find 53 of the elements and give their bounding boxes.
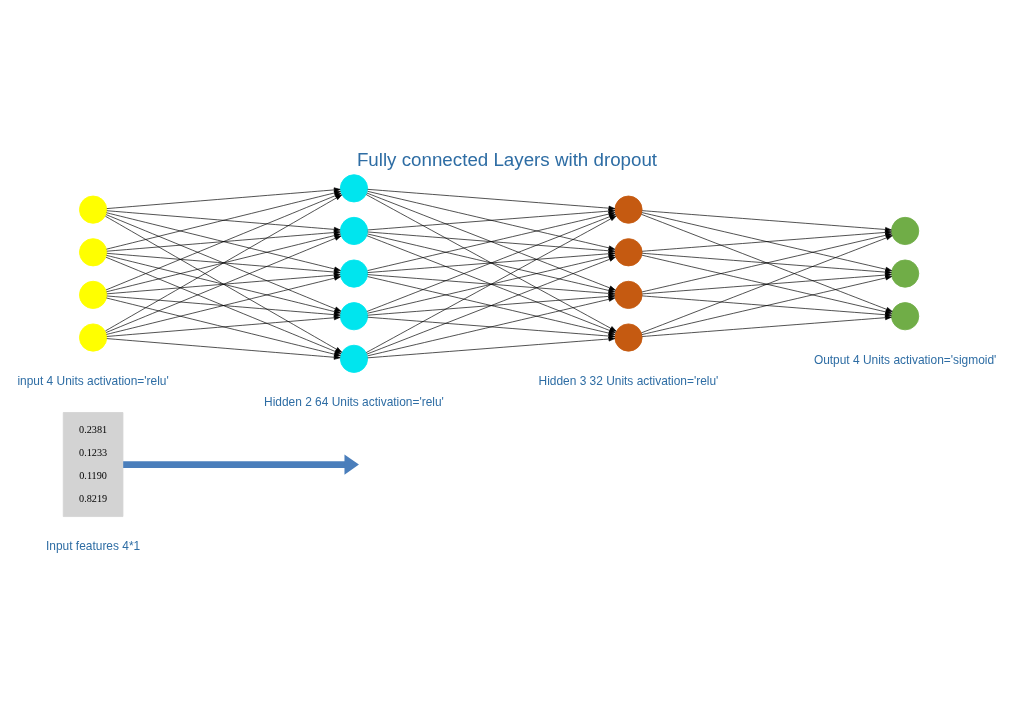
node-box: 0.2381 0.1233 0.1190 0.8219	[62, 412, 124, 517]
node-circle	[79, 280, 108, 309]
arrow	[106, 272, 341, 295]
node-circle	[339, 174, 369, 203]
arrow	[106, 212, 341, 272]
arrow	[106, 233, 341, 293]
arrow	[641, 235, 893, 334]
arrow	[106, 315, 341, 337]
arrow	[367, 251, 616, 273]
diagram-title: Fully connected Layers with dropout	[356, 148, 658, 170]
arrow	[641, 254, 892, 315]
label: Hidden 2 64 Units activation='relu'	[264, 395, 444, 410]
label: Hidden 3 32 Units activation='relu'	[538, 374, 719, 389]
arrow	[641, 275, 892, 335]
node-circle	[339, 216, 369, 246]
arrow	[641, 315, 892, 337]
arrow	[641, 295, 892, 318]
arrow	[105, 214, 342, 312]
arrow	[106, 275, 341, 335]
arrow	[641, 272, 892, 295]
arrow	[106, 210, 341, 232]
arrow	[106, 230, 341, 252]
node-circle	[891, 259, 920, 288]
arrow	[641, 210, 892, 232]
arrow	[123, 454, 359, 475]
arrow	[105, 235, 342, 333]
arrow	[641, 252, 892, 275]
node-circle	[339, 344, 369, 373]
node-circle	[891, 302, 920, 331]
node-circle	[614, 238, 643, 267]
arrow	[367, 231, 616, 254]
node-circle	[79, 238, 108, 267]
arrow	[106, 255, 341, 314]
node-circle	[339, 259, 369, 288]
node-circle	[891, 216, 920, 246]
arrow	[367, 293, 616, 316]
arrow	[106, 253, 341, 275]
node-circle	[339, 302, 369, 331]
node-circle	[79, 195, 108, 224]
arrow	[106, 297, 341, 357]
arrow	[367, 336, 616, 359]
label: Input features 4*1	[46, 539, 141, 554]
arrow	[367, 189, 616, 211]
label: input 4 Units activation='relu'	[17, 374, 169, 389]
arrow	[105, 215, 343, 353]
label: Output 4 Units activation='sigmoid'	[813, 352, 997, 367]
arrow	[106, 338, 341, 360]
node-circle	[614, 280, 643, 309]
node-circle	[614, 195, 643, 224]
arrow	[105, 256, 342, 355]
node-circle	[614, 323, 643, 352]
arrow	[106, 295, 341, 318]
node-circle	[79, 323, 108, 352]
